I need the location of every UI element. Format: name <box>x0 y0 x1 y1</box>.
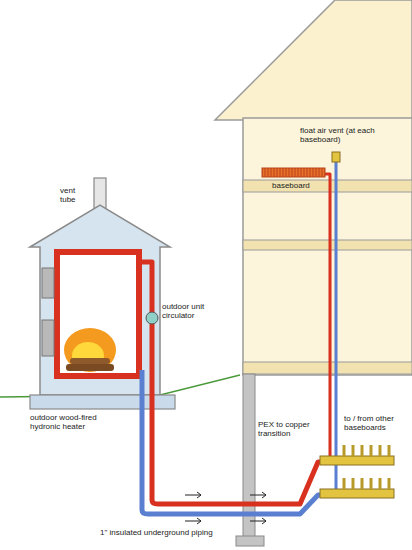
callout-label: 1" insulated underground piping <box>100 528 213 537</box>
piping <box>139 162 336 514</box>
house <box>215 0 412 546</box>
flow-arrows <box>185 492 266 524</box>
callout-label: to / from other baseboards <box>344 414 408 432</box>
air-vent <box>332 152 340 162</box>
baseboard-heater <box>262 168 325 177</box>
callout-label: PEX to copper transition <box>258 420 320 438</box>
circulator-pump <box>146 312 158 324</box>
callout-label: outdoor unit circulator <box>162 302 214 320</box>
callout-label: outdoor wood-fired hydronic heater <box>30 413 106 431</box>
callout-label: vent tube <box>60 186 92 204</box>
manifolds <box>320 445 394 498</box>
callout-label: float air vent (at each baseboard) <box>300 126 400 144</box>
callout-label: baseboard <box>272 181 310 190</box>
